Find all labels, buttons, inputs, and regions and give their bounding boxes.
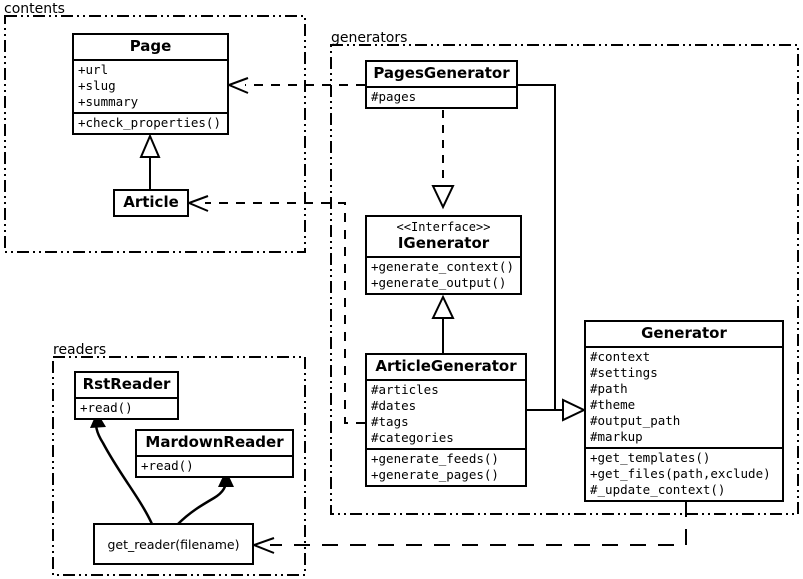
class-methods-igenerator: +generate_context() +generate_output() bbox=[367, 256, 520, 293]
function-box-get-reader[interactable]: get_reader(filename) bbox=[93, 523, 254, 565]
attribute: +url bbox=[78, 62, 109, 77]
method: +generate_output() bbox=[371, 275, 507, 290]
attribute: #theme bbox=[590, 397, 636, 412]
package-border-generators bbox=[330, 44, 799, 515]
generalization-articlegenerator-to-igenerator bbox=[431, 294, 455, 353]
class-methods-rstreader: +read() bbox=[76, 397, 177, 418]
attribute: #pages bbox=[371, 89, 417, 104]
class-attributes-page: +url +slug +summary bbox=[74, 59, 227, 112]
class-name-generator: Generator bbox=[641, 324, 727, 342]
dependency-pagesgenerator-to-page bbox=[228, 77, 365, 94]
class-attributes-articlegenerator: #articles #dates #tags #categories bbox=[367, 379, 525, 448]
package-border-contents bbox=[4, 15, 306, 253]
method: +generate_context() bbox=[371, 259, 514, 274]
class-box-generator[interactable]: Generator #context #settings #path #them… bbox=[584, 320, 784, 502]
dependency-articlegenerator-to-article bbox=[188, 195, 365, 424]
method: +read() bbox=[141, 458, 194, 473]
class-box-articlegenerator[interactable]: ArticleGenerator #articles #dates #tags … bbox=[365, 353, 527, 487]
method: +read() bbox=[80, 400, 133, 415]
attribute: #markup bbox=[590, 429, 643, 444]
class-name-pagesgenerator: PagesGenerator bbox=[373, 64, 510, 82]
class-box-article[interactable]: Article bbox=[113, 189, 189, 217]
class-box-rstreader[interactable]: RstReader +read() bbox=[74, 371, 179, 420]
attribute: #output_path bbox=[590, 413, 681, 428]
class-name-igenerator: <<Interface>> IGenerator bbox=[367, 217, 520, 256]
dependency-generator-to-getreader bbox=[253, 501, 687, 554]
package-label-readers: readers bbox=[53, 342, 107, 358]
attribute: +slug bbox=[78, 78, 116, 93]
class-methods-articlegenerator: +generate_feeds() +generate_pages() bbox=[367, 448, 525, 485]
method: +check_properties() bbox=[78, 115, 221, 130]
attribute: #dates bbox=[371, 398, 417, 413]
class-name-rstreader: RstReader bbox=[82, 375, 171, 393]
class-box-pagesgenerator[interactable]: PagesGenerator #pages bbox=[365, 60, 518, 109]
class-box-page[interactable]: Page +url +slug +summary +check_properti… bbox=[72, 33, 229, 135]
attribute: #settings bbox=[590, 365, 658, 380]
class-attributes-generator: #context #settings #path #theme #output_… bbox=[586, 346, 782, 447]
method: +generate_pages() bbox=[371, 467, 499, 482]
class-methods-page: +check_properties() bbox=[74, 112, 227, 133]
attribute: #tags bbox=[371, 414, 409, 429]
class-name-mardownreader: MardownReader bbox=[145, 433, 284, 451]
class-attributes-pagesgenerator: #pages bbox=[367, 86, 516, 107]
class-methods-generator: +get_templates() +get_files(path,exclude… bbox=[586, 447, 782, 500]
generalization-article-to-page bbox=[139, 133, 161, 190]
class-box-mardownreader[interactable]: MardownReader +read() bbox=[135, 429, 294, 478]
class-name-page: Page bbox=[129, 37, 172, 55]
class-name-article: Article bbox=[123, 193, 179, 211]
class-methods-mardownreader: +read() bbox=[137, 455, 292, 476]
attribute: #path bbox=[590, 381, 628, 396]
method: +generate_feeds() bbox=[371, 451, 499, 466]
attribute: #categories bbox=[371, 430, 454, 445]
generalization-generators-to-generator bbox=[518, 84, 587, 422]
package-label-generators: generators bbox=[331, 30, 408, 46]
call-getreader-to-rstreader bbox=[90, 412, 154, 525]
call-getreader-to-mardownreader bbox=[177, 470, 234, 525]
function-label-get-reader: get_reader(filename) bbox=[107, 536, 240, 552]
attribute: #articles bbox=[371, 382, 439, 397]
method: #_update_context() bbox=[590, 482, 726, 497]
realization-pagesgenerator-to-igenerator bbox=[431, 110, 455, 210]
package-border-readers bbox=[52, 356, 306, 576]
class-stereotype-igenerator: <<Interface>> bbox=[396, 220, 491, 234]
attribute: #context bbox=[590, 349, 651, 364]
class-name-articlegenerator: ArticleGenerator bbox=[375, 357, 517, 375]
attribute: +summary bbox=[78, 94, 139, 109]
package-label-contents: contents bbox=[4, 1, 65, 17]
method: +get_files(path,exclude) bbox=[590, 466, 771, 481]
class-box-igenerator[interactable]: <<Interface>> IGenerator +generate_conte… bbox=[365, 215, 522, 295]
class-name-text-igenerator: IGenerator bbox=[397, 234, 490, 252]
method: +get_templates() bbox=[590, 450, 711, 465]
